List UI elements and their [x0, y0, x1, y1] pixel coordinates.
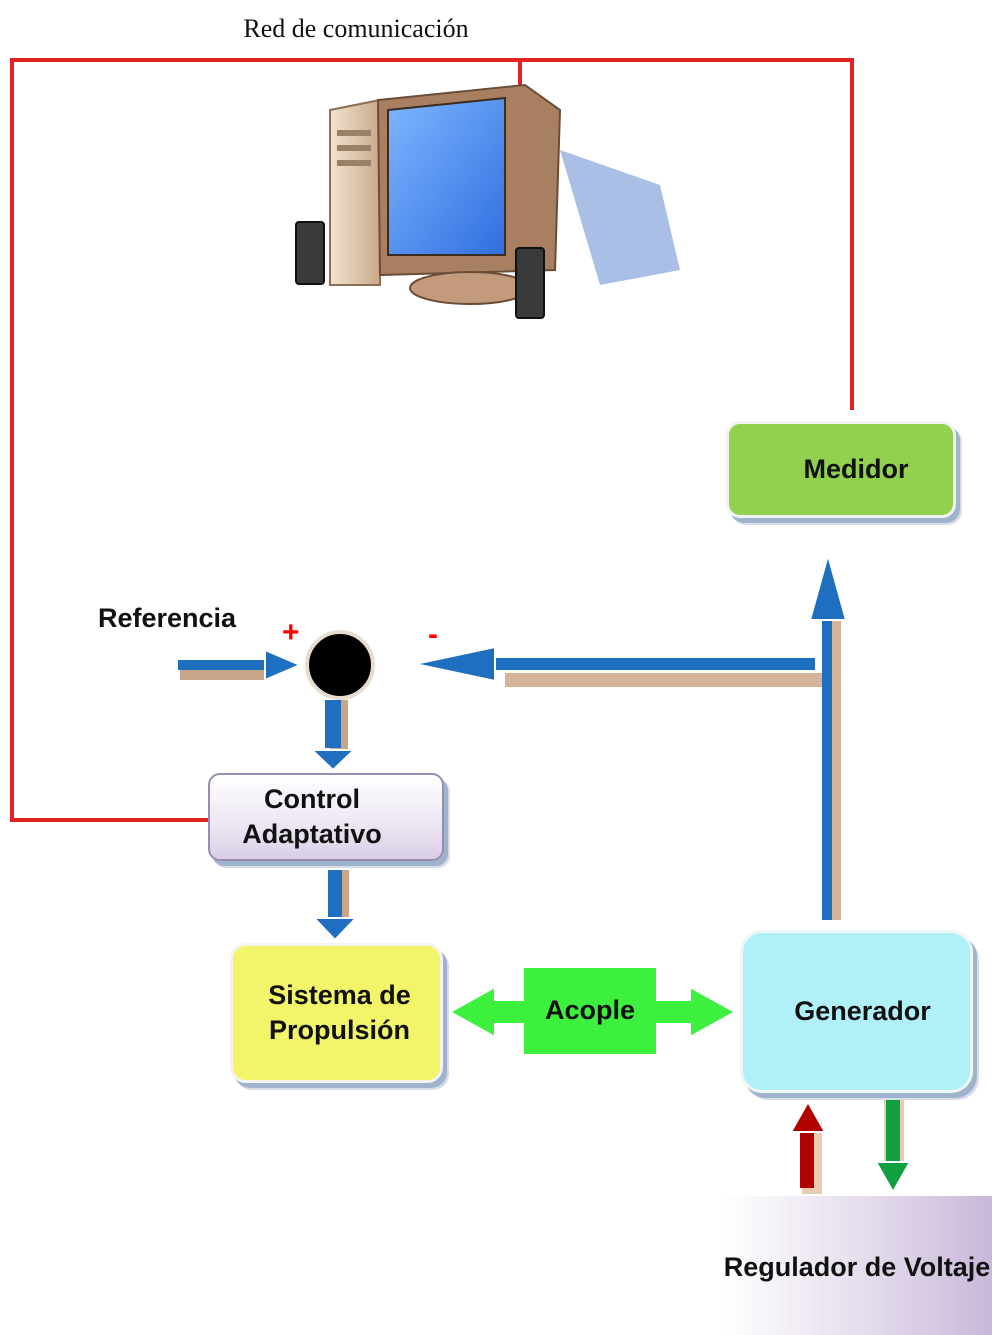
plus-sign: +	[282, 616, 300, 649]
propulsion-label: Sistema de Propulsión	[268, 979, 411, 1045]
voltage-regulator-block: Regulador de Voltaje	[722, 1196, 992, 1335]
propulsion-block: Sistema de Propulsión	[230, 943, 443, 1083]
minus-sign: -	[428, 618, 438, 651]
meter-block: Medidor	[726, 421, 956, 518]
coupling-label: Acople	[544, 995, 636, 1026]
junction-to-control-arrow	[309, 700, 357, 772]
generator-label: Generador	[794, 995, 931, 1026]
reference-input-arrow	[178, 648, 303, 682]
network-label: Red de comunicación	[243, 14, 469, 43]
desktop-computer-icon	[295, 83, 680, 319]
feedback-arrow	[414, 645, 835, 687]
adaptive-control-label: Control Adaptativo	[242, 783, 382, 849]
generator-to-regulator-arrow	[874, 1100, 912, 1195]
summing-junction	[305, 630, 375, 700]
adaptive-control-block: Control Adaptativo	[208, 773, 444, 861]
generator-to-meter-arrow	[808, 551, 848, 920]
network-line	[10, 58, 854, 822]
meter-label: Medidor	[803, 453, 909, 484]
voltage-regulator-label: Regulador de Voltaje	[723, 1251, 991, 1282]
control-to-propulsion-arrow	[311, 870, 359, 942]
coupling-block: Acople	[524, 968, 656, 1054]
reference-label: Referencia	[98, 603, 237, 633]
regulator-to-generator-arrow	[789, 1099, 827, 1194]
generator-block: Generador	[740, 930, 973, 1093]
